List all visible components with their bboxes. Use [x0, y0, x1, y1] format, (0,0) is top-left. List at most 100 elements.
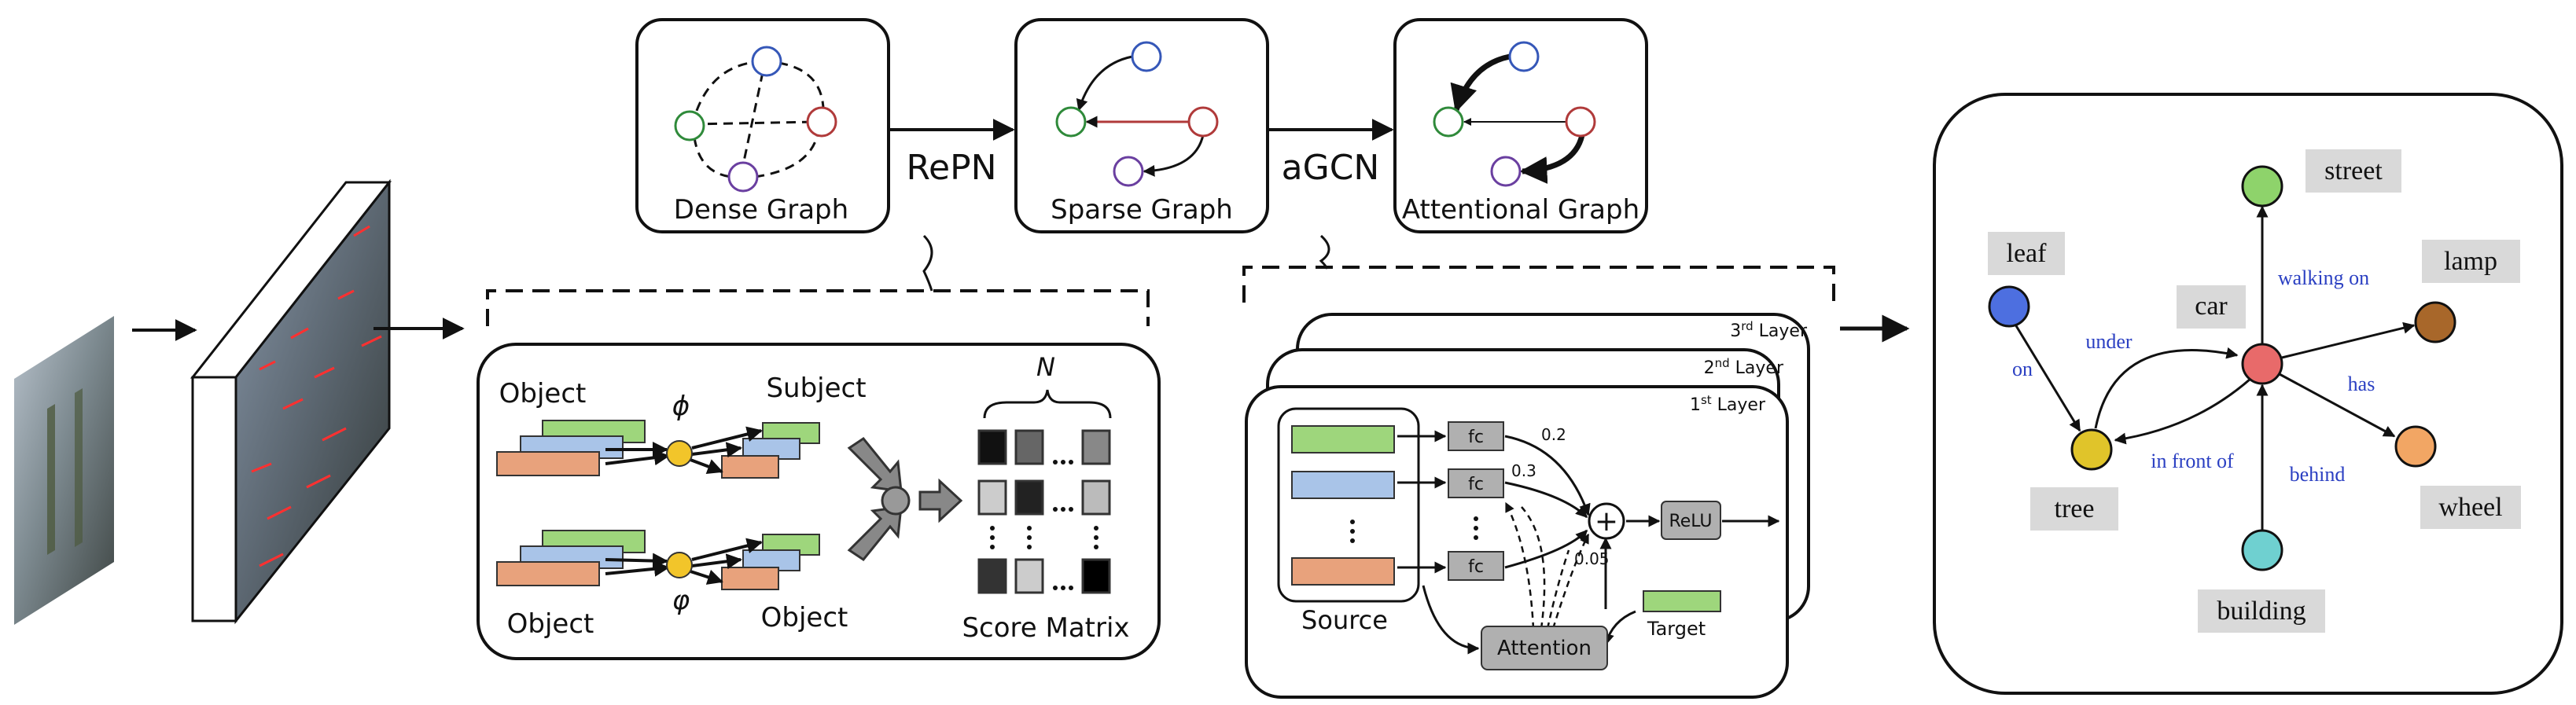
subject-label: Subject: [766, 373, 866, 404]
fc-1: fc: [1448, 421, 1504, 451]
score-cell: [1081, 558, 1111, 594]
svg-text:tree: tree: [2055, 494, 2095, 523]
weight-0-05: 0.05: [1574, 549, 1610, 568]
edge-label-under: under: [2085, 330, 2133, 353]
svg-text:car: car: [2195, 292, 2228, 321]
arrow-to-score-matrix: [918, 478, 963, 523]
weight-0-2: 0.2: [1541, 425, 1566, 444]
score-cell: [1081, 479, 1111, 516]
scene-node-building: building: [2198, 529, 2325, 633]
fc-3: fc: [1448, 551, 1504, 581]
edge-in-front-of: [2114, 377, 2251, 445]
merge-arrows: [847, 436, 903, 562]
source-label: Source: [1301, 605, 1388, 635]
score-cell: [977, 558, 1007, 594]
scene-node-car: car: [2177, 285, 2283, 385]
dense-node-top: [751, 46, 782, 77]
svg-text:fc: fc: [1468, 428, 1484, 447]
object-label-top: Object: [499, 378, 587, 409]
repn-detail-box: Object ϕ Subject: [477, 343, 1161, 660]
scene-node-wheel: wheel: [2394, 425, 2521, 529]
feature-stack-bottom-right: [721, 534, 820, 590]
svg-text:lamp: lamp: [2444, 247, 2497, 276]
n-brace: [983, 389, 1112, 419]
merge-node: [881, 486, 911, 516]
sparse-node-right: [1187, 106, 1219, 138]
agcn-bracket: [1242, 234, 1835, 303]
target-feature: [1643, 590, 1721, 612]
edge-label-has: has: [2348, 373, 2375, 395]
attention-box: Attention: [1481, 626, 1608, 670]
sparse-graph-box: Sparse Graph: [1014, 18, 1269, 233]
phi-node: [666, 440, 693, 467]
svg-text:building: building: [2217, 597, 2306, 626]
repn-bracket: [486, 234, 1150, 326]
attentional-graph-label: Attentional Graph: [1402, 194, 1639, 226]
layer-3-label: 3rd Layer: [1730, 319, 1808, 341]
weight-0-3: 0.3: [1511, 461, 1536, 480]
n-label: N: [1036, 352, 1055, 382]
agcn-layer-1: 1st Layer Source fc fc fc: [1245, 385, 1789, 699]
object-label-bottom: Object: [507, 608, 594, 640]
dense-node-left: [674, 110, 705, 141]
target-label: Target: [1647, 618, 1706, 640]
edge-label-on: on: [2012, 358, 2033, 380]
layer-1-label: 1st Layer: [1690, 393, 1766, 415]
edge-on: [2011, 320, 2081, 432]
edge-under: [2094, 347, 2239, 429]
fc-2: fc: [1448, 468, 1504, 498]
scene-node-leaf: leaf: [1988, 232, 2065, 328]
varphi-connections: [605, 538, 763, 585]
score-matrix-label: Score Matrix: [962, 612, 1129, 644]
sparse-node-top: [1131, 41, 1162, 72]
input-image: [14, 316, 114, 625]
edge-has-lamp: [2281, 321, 2416, 359]
agcn-label: aGCN: [1282, 148, 1380, 188]
dense-node-bottom: [727, 161, 759, 193]
svg-text:+: +: [1595, 505, 1618, 538]
svg-text:leaf: leaf: [2007, 239, 2048, 268]
scene-node-tree: tree: [2030, 428, 2118, 531]
dense-graph-label: Dense Graph: [674, 194, 848, 226]
source-features: [1291, 425, 1395, 586]
svg-text:street: street: [2324, 156, 2383, 185]
score-cell: [977, 479, 1007, 516]
phi-connections: [605, 426, 763, 475]
source-box: [1277, 407, 1420, 603]
attentional-node-right: [1565, 106, 1596, 138]
attentional-node-bottom: [1490, 156, 1522, 187]
score-cell: [1014, 429, 1044, 465]
scene-node-street: street: [2241, 149, 2401, 207]
relu-box: ReLU: [1661, 501, 1721, 540]
attentional-node-left: [1433, 106, 1464, 138]
phi-label: ϕ: [672, 391, 690, 422]
score-cell: [1014, 558, 1044, 594]
sum-node: +: [1588, 502, 1625, 540]
svg-text:fc: fc: [1468, 557, 1484, 577]
attentional-node-top: [1508, 41, 1540, 72]
attentional-graph-box: Attentional Graph: [1393, 18, 1648, 233]
object-label-right: Object: [761, 602, 848, 633]
sparse-node-left: [1055, 106, 1087, 138]
edge-has-wheel: [2277, 372, 2396, 438]
score-cell: [1081, 429, 1111, 465]
layer-2-label: 2nd Layer: [1704, 356, 1784, 378]
varphi-label: φ: [672, 585, 690, 616]
feature-stack-top-left: [496, 420, 646, 476]
edge-label-walking-on: walking on: [2278, 266, 2369, 289]
scene-node-lamp: lamp: [2414, 240, 2520, 343]
feature-stack-bottom-left: [496, 530, 646, 586]
scene-graph-panel: leaf street lamp car tree wheel: [1933, 93, 2563, 695]
varphi-node: [666, 552, 693, 578]
dense-graph-box: Dense Graph: [635, 18, 890, 233]
dense-node-right: [806, 106, 837, 138]
score-matrix: [977, 429, 1111, 594]
sparse-node-bottom: [1113, 156, 1144, 187]
edge-label-in-front-of: in front of: [2151, 450, 2234, 472]
svg-text:wheel: wheel: [2438, 493, 2502, 522]
score-matrix-ellipsis: [990, 460, 1098, 590]
svg-text:fc: fc: [1468, 475, 1484, 494]
repn-label: RePN: [906, 148, 996, 188]
svg-text:Attention: Attention: [1497, 637, 1592, 660]
